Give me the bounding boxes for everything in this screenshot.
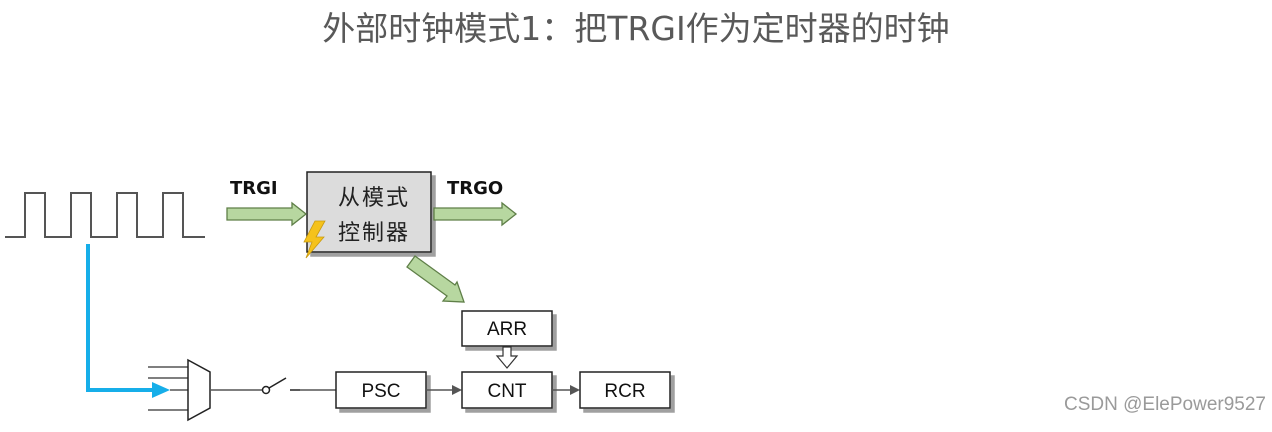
cnt-to-rcr-arrowhead <box>570 385 580 395</box>
cnt-label: CNT <box>487 381 526 402</box>
trgo-label: TRGO <box>447 178 503 199</box>
trgi-arrow <box>226 201 308 227</box>
clock-to-mux-path <box>86 244 158 392</box>
switch-pivot <box>261 385 271 395</box>
page-title: 外部时钟模式1：把TRGI作为定时器的时钟 <box>322 9 950 48</box>
rcr-label: RCR <box>604 381 645 402</box>
arr-box <box>461 310 553 347</box>
trgi-label: TRGI <box>230 178 278 199</box>
input-mux <box>187 358 211 422</box>
controller-to-arr-arrow <box>406 255 465 303</box>
lightning-icon <box>303 220 326 259</box>
cnt-box <box>461 371 553 409</box>
arr-label: ARR <box>487 319 527 340</box>
psc-label: PSC <box>361 381 400 402</box>
clock-to-mux-arrowhead <box>152 382 170 398</box>
watermark: CSDN @ElePower9527 <box>1064 394 1266 415</box>
controller-label-line2: 控制器 <box>338 221 410 246</box>
switch-blade <box>268 377 287 389</box>
slave-mode-controller-box <box>306 171 432 253</box>
arr-to-cnt-arrow <box>495 346 519 369</box>
rcr-box <box>579 371 671 409</box>
clock-waveform <box>5 192 205 238</box>
controller-label-line1: 从模式 <box>338 186 410 211</box>
trgo-arrow <box>433 201 518 227</box>
psc-to-cnt-arrowhead <box>452 385 462 395</box>
